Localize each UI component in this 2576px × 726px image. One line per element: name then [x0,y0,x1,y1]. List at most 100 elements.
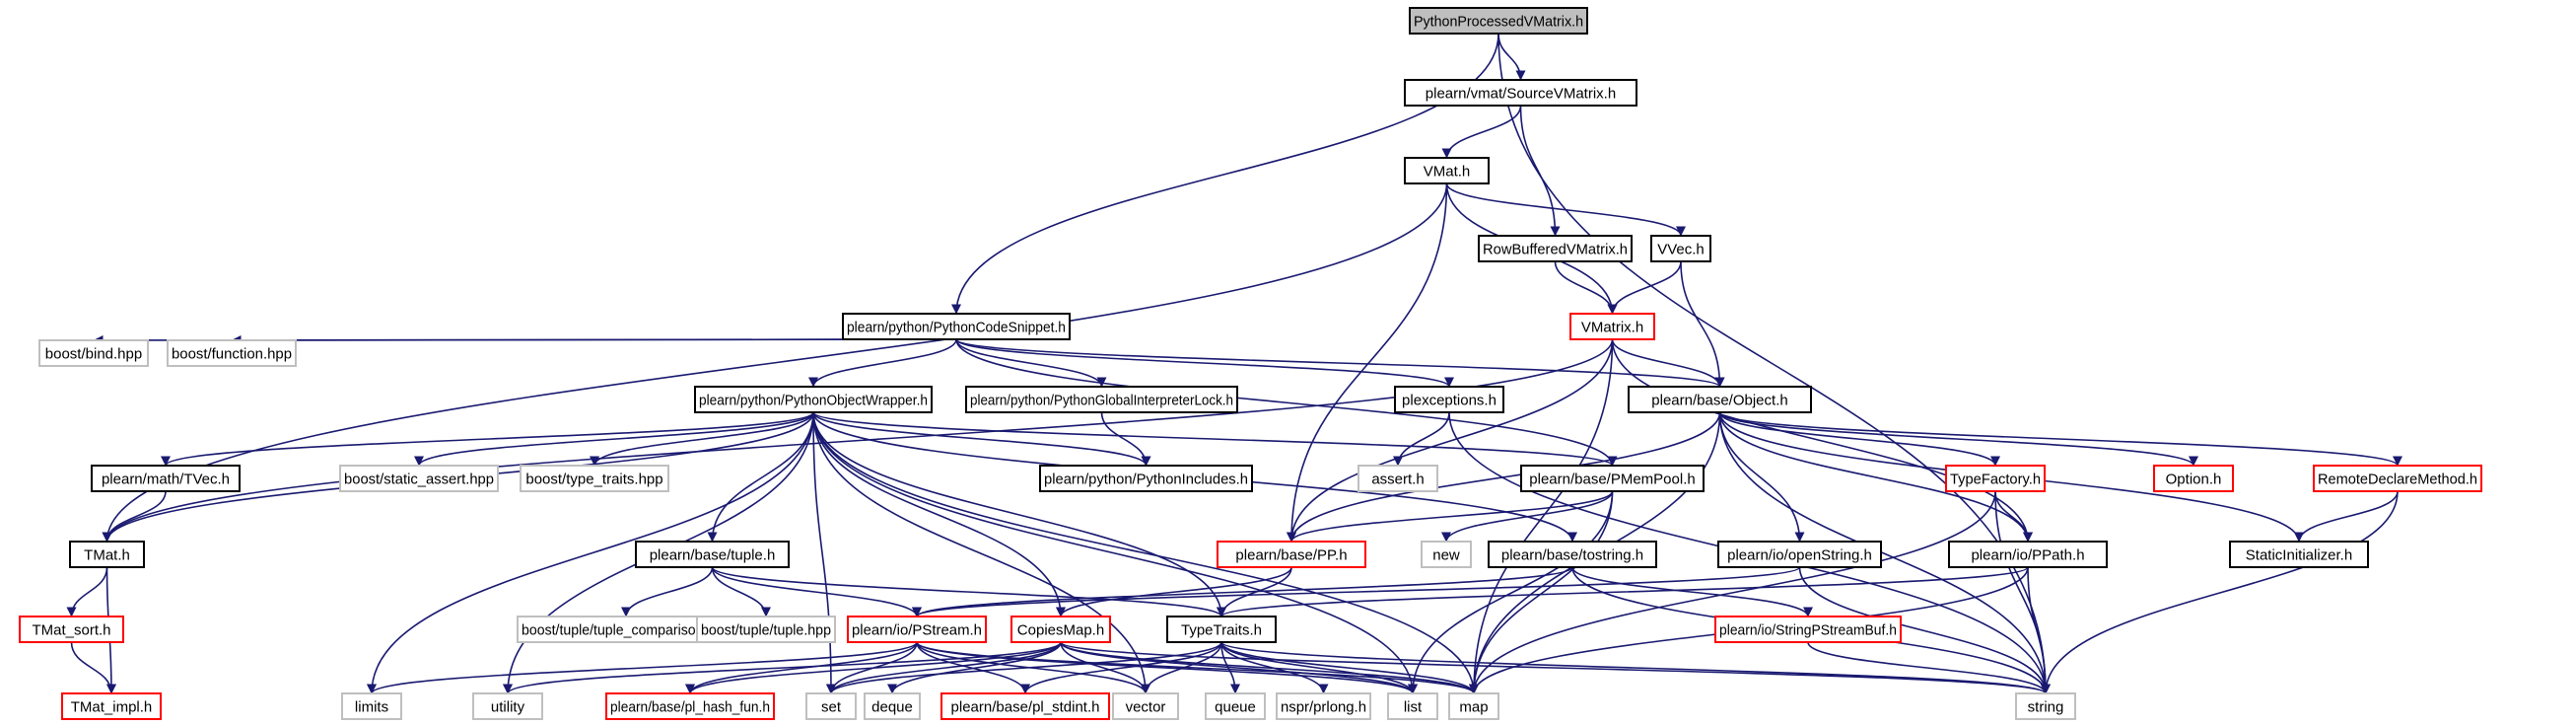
edge-objwrap-to-vector [812,411,1150,694]
node-remotedeclare[interactable]: RemoteDeclareMethod.h [2313,465,2482,492]
node-boostbind[interactable]: boost/bind.hpp [38,339,149,367]
node-queue[interactable]: queue [1205,692,1266,720]
node-tuplehpp[interactable]: boost/tuple/tuple.hpp [696,616,836,643]
node-pph[interactable]: plearn/base/PP.h [1217,541,1366,568]
node-box [1948,541,2108,568]
node-box [1039,465,1253,492]
edge-tuple-to-typetraits [711,566,1226,617]
node-label: new [1432,547,1460,564]
node-label: TMat.h [84,547,130,564]
node-box [1205,692,1266,720]
node-box [1488,541,1657,568]
node-box [2229,541,2369,568]
node-stdint[interactable]: plearn/base/pl_stdint.h [940,692,1110,720]
node-label: CopiesMap.h [1017,622,1104,639]
node-label: plearn/python/PythonIncludes.h [1044,472,1248,488]
node-box [472,692,543,720]
node-gil[interactable]: plearn/python/PythonGlobalInterpreterLoc… [965,386,1238,413]
edge-vmat-to-pph [1287,182,1448,543]
node-limits[interactable]: limits [341,692,402,720]
node-tvec[interactable]: plearn/math/TVec.h [91,465,241,492]
node-option[interactable]: Option.h [2153,465,2234,492]
node-typetraitshpp[interactable]: boost/type_traits.hpp [520,465,669,492]
node-label: queue [1215,699,1256,716]
node-object[interactable]: plearn/base/Object.h [1628,386,1812,413]
node-deque[interactable]: deque [864,692,921,720]
node-typefactory[interactable]: TypeFactory.h [1945,465,2046,492]
node-set[interactable]: set [805,692,857,720]
node-copiesmap[interactable]: CopiesMap.h [1010,616,1111,643]
edge-sourcevmat-to-vmat [1441,105,1522,159]
node-tmat[interactable]: TMat.h [69,541,145,568]
node-ppath[interactable]: plearn/io/PPath.h [1948,541,2108,568]
node-label: boost/bind.hpp [45,346,142,363]
edge-plexc-to-asserth [1393,411,1450,467]
node-box [940,692,1110,720]
node-asserth[interactable]: assert.h [1358,465,1438,492]
node-box [341,692,402,720]
edge-sourcevmat-to-rowbuf [1519,105,1561,237]
node-tostring[interactable]: plearn/base/tostring.h [1488,541,1657,568]
node-boostfunc[interactable]: boost/function.hpp [167,339,297,367]
node-utility[interactable]: utility [472,692,543,720]
node-sourcevmat[interactable]: plearn/vmat/SourceVMatrix.h [1404,79,1637,107]
node-prlong[interactable]: nspr/prlong.h [1276,692,1371,720]
edge-tuple-to-tuplehpp [711,566,771,617]
node-strbuf[interactable]: plearn/io/StringPStreamBuf.h [1714,616,1902,643]
edge-codesnippet-to-pmempool [955,338,1618,467]
node-list[interactable]: list [1387,692,1438,720]
edge-vmatrix-to-object [1611,338,1725,388]
node-label: plearn/base/pl_stdint.h [951,699,1100,716]
node-tmatimpl[interactable]: TMat_impl.h [61,692,162,720]
node-vvec[interactable]: VVec.h [1650,235,1711,262]
node-pyincludes[interactable]: plearn/python/PythonIncludes.h [1039,465,1253,492]
node-openstring[interactable]: plearn/io/openString.h [1717,541,1882,568]
node-vector[interactable]: vector [1112,692,1179,720]
node-label: nspr/prlong.h [1281,699,1366,716]
node-staticinit[interactable]: StaticInitializer.h [2229,541,2369,568]
edge-vmatrix-to-ppath [1611,338,2033,543]
node-box [605,692,775,720]
node-vmatrix[interactable]: VMatrix.h [1569,313,1655,340]
edge-pph-to-copiesmap [1056,566,1292,617]
node-pstream[interactable]: plearn/io/PStream.h [847,616,987,643]
edge-codesnippet-to-gil [955,338,1107,388]
node-box [1945,465,2046,492]
node-label: boost/tuple/tuple_comparison.hpp [522,622,731,639]
node-box [1404,157,1490,184]
node-label: plearn/math/TVec.h [102,472,230,488]
edge-objwrap-to-set [812,411,836,694]
node-plexc[interactable]: plexceptions.h [1394,386,1504,413]
node-codesnippet[interactable]: plearn/python/PythonCodeSnippet.h [842,313,1071,340]
node-box [1358,465,1438,492]
node-tuple[interactable]: plearn/base/tuple.h [635,541,790,568]
node-label: plearn/io/StringPStreamBuf.h [1719,622,1897,639]
node-tmatsort[interactable]: TMat_sort.h [19,616,124,643]
dependency-edges [66,33,2402,694]
node-label: limits [355,699,388,716]
node-staticassert[interactable]: boost/static_assert.hpp [339,465,499,492]
edge-object-to-pph [1287,411,1721,543]
edge-typetraits-to-prlong [1220,641,1329,694]
node-map[interactable]: map [1448,692,1499,720]
node-vmat[interactable]: VMat.h [1404,157,1490,184]
edge-objwrap-to-copiesmap [812,411,1066,617]
node-objwrap[interactable]: plearn/python/PythonObjectWrapper.h [694,386,933,413]
node-box [520,465,669,492]
edge-codesnippet-to-objwrap [808,338,957,388]
node-typetraits[interactable]: TypeTraits.h [1166,616,1277,643]
node-string[interactable]: string [2015,692,2076,720]
edge-codesnippet-to-plexc [955,338,1454,388]
node-box [864,692,921,720]
edge-tostring-to-pstream [912,566,1573,617]
node-box [2153,465,2234,492]
edge-tuple-to-pstream [711,566,922,617]
node-rowbuf[interactable]: RowBufferedVMatrix.h [1478,235,1633,262]
node-hashfun[interactable]: plearn/base/pl_hash_fun.h [605,692,775,720]
node-pmempool[interactable]: plearn/base/PMemPool.h [1520,465,1705,492]
node-newh[interactable]: new [1421,541,1472,568]
node-label: plearn/io/PPath.h [1971,547,2084,564]
node-label: plearn/python/PythonGlobalInterpreterLoc… [970,393,1233,409]
node-root[interactable]: PythonProcessedVMatrix.h [1409,7,1588,35]
edge-copiesmap-to-set [826,641,1062,694]
